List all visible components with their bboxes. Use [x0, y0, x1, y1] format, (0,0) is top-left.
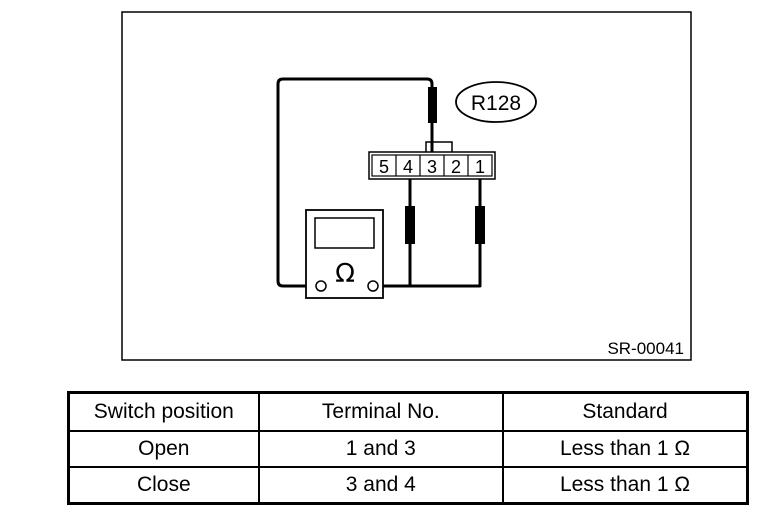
cell-terminal-no: 1 and 3	[257, 430, 505, 468]
pin-label-3: 3	[427, 157, 437, 177]
probe-pin1	[475, 206, 485, 244]
pin-label-5: 5	[379, 157, 389, 177]
cell-switch-position: Open	[67, 430, 260, 468]
table-header-row: Switch position Terminal No. Standard	[67, 391, 749, 432]
table-row: Open 1 and 3 Less than 1 Ω	[67, 430, 749, 468]
meter-terminal-left	[315, 280, 327, 292]
wire-pin1	[410, 176, 482, 288]
pin-label-2: 2	[451, 157, 461, 177]
meter-display	[314, 217, 375, 249]
connector-label: R128	[471, 92, 521, 115]
cell-terminal-no: 3 and 4	[257, 466, 505, 505]
probe-pin3	[428, 87, 437, 123]
pin-label-1: 1	[475, 157, 485, 177]
wiring-diagram: 5 4 3 2 1 R128 Ω SR-00041	[121, 11, 692, 361]
wire-pin3	[276, 77, 434, 288]
header-standard: Standard	[502, 391, 749, 432]
spec-table: Switch position Terminal No. Standard Op…	[67, 391, 749, 505]
figure-code: SR-00041	[607, 339, 684, 358]
pin-label-4: 4	[403, 157, 413, 177]
probe-pin4	[405, 206, 415, 244]
connector-body	[368, 151, 496, 180]
connector-inner	[371, 154, 493, 177]
figure-frame	[121, 11, 692, 361]
header-switch-position: Switch position	[67, 391, 260, 432]
meter-ohm-symbol: Ω	[335, 259, 355, 289]
header-terminal-no: Terminal No.	[257, 391, 505, 432]
cell-switch-position: Close	[67, 466, 260, 505]
table-row: Close 3 and 4 Less than 1 Ω	[67, 466, 749, 505]
meter-terminal-right	[367, 280, 379, 292]
ohmmeter: Ω	[305, 209, 384, 299]
cell-standard: Less than 1 Ω	[502, 430, 749, 468]
connector: 5 4 3 2 1	[368, 141, 496, 180]
connector-latch	[425, 141, 453, 152]
connector-label-ellipse	[455, 81, 537, 123]
cell-standard: Less than 1 Ω	[502, 466, 749, 505]
